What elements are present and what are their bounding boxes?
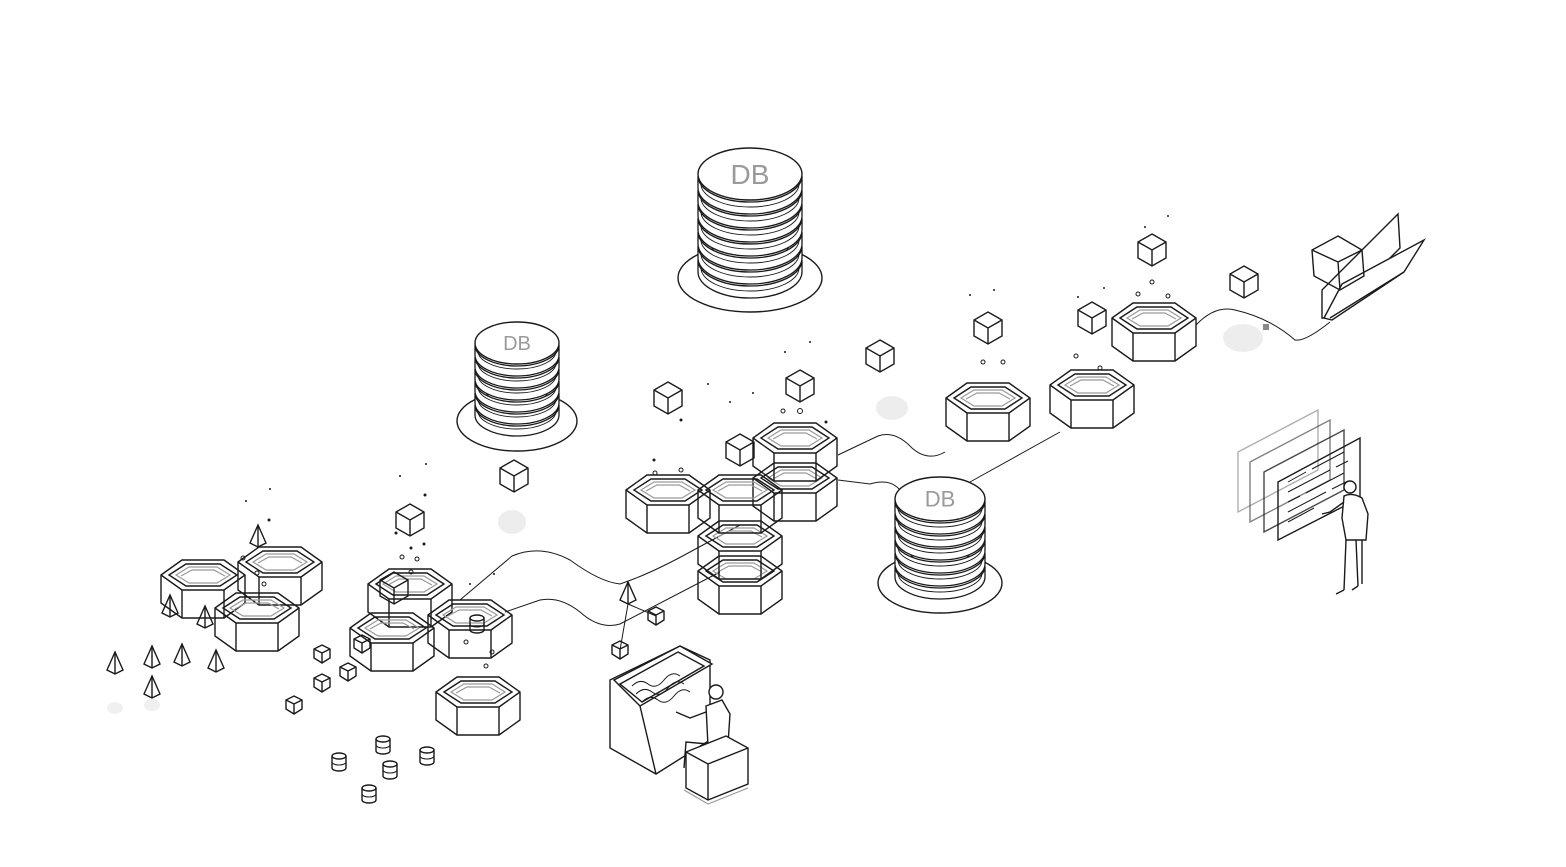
person-standing-icon	[1321, 480, 1369, 595]
pyramids	[106, 524, 637, 699]
pyramid-icon	[106, 651, 124, 675]
database-disc-rim	[897, 507, 983, 528]
hexagon-tray-icon	[435, 676, 521, 736]
database-disc-rim	[477, 374, 557, 394]
database-disc-rim	[897, 572, 983, 593]
pipeline-lines	[459, 308, 1331, 626]
cylinder-icon	[361, 784, 377, 804]
db-medium-center: DB	[877, 476, 1003, 614]
hexagon-chain-right	[945, 302, 1197, 442]
db-medium-left: DB	[456, 321, 578, 452]
hexagon-cluster-left	[160, 546, 323, 652]
cube-icon	[1077, 301, 1107, 335]
cube-icon	[725, 433, 755, 467]
pyramid-icon	[196, 605, 214, 629]
pipeline-line-folder	[1195, 308, 1331, 341]
pyramid-icon	[143, 645, 161, 669]
pyramid-icon	[161, 594, 179, 618]
document-panel-icon	[1237, 408, 1319, 514]
pipeline-line-right	[969, 431, 1061, 483]
cube-icon	[499, 459, 529, 493]
hexagon-tray-icon	[945, 382, 1031, 442]
database-disc-rim	[897, 546, 983, 567]
database-disc-rim	[477, 398, 557, 418]
pipeline-line-upper	[459, 524, 741, 601]
scattered-dots	[245, 215, 1169, 585]
hexagon-tray-icon	[752, 462, 838, 522]
cube-icon	[395, 503, 425, 537]
database-disc-rim	[477, 410, 557, 430]
hexagon-tray-icon	[237, 546, 323, 606]
cylinder-icon	[382, 760, 398, 780]
pipeline-line-mid	[837, 434, 946, 457]
database-disc-rim	[897, 559, 983, 580]
hexagon-stack-center	[625, 422, 838, 615]
pyramid-icon	[143, 675, 161, 699]
database-disc-rim	[700, 211, 800, 236]
database-disc-rim	[700, 267, 800, 292]
cube-icon	[313, 644, 331, 664]
database-disc-rim	[897, 533, 983, 554]
pyramid-icon	[619, 581, 637, 605]
database-disc-rim	[477, 386, 557, 406]
cylinder-icon	[419, 746, 435, 766]
database-icon	[474, 321, 560, 365]
cube-icon	[285, 695, 303, 715]
hexagon-tray-icon	[752, 422, 838, 482]
cube-icon	[313, 673, 331, 693]
document-panels	[1237, 408, 1361, 542]
cube-icon	[353, 634, 371, 654]
database-label: DB	[925, 487, 956, 512]
database-label: DB	[503, 333, 531, 355]
database-disc-rim	[477, 350, 557, 370]
hexagon-tray-icon	[1049, 369, 1135, 429]
pyramid-icon	[207, 649, 225, 673]
pipeline-line-mid2	[837, 479, 901, 491]
pyramid-icon	[173, 643, 191, 667]
folder-cube	[1311, 235, 1365, 291]
cylinder-icon	[375, 735, 391, 755]
cube-icon	[973, 311, 1003, 345]
cube-icon	[865, 339, 895, 373]
database-disc-rim	[700, 183, 800, 208]
document-panel-icon	[1263, 428, 1345, 534]
cube-icon	[653, 381, 683, 415]
database-disc-rim	[700, 253, 800, 278]
cube-icon	[785, 369, 815, 403]
pipeline-line-lower	[504, 571, 721, 626]
pipeline-node	[1263, 324, 1269, 330]
folder-icon	[1321, 212, 1426, 321]
cube-icon	[1229, 265, 1259, 299]
hexagon-tray-icon	[697, 520, 783, 580]
database-label: DB	[731, 159, 770, 190]
cube-icon	[339, 662, 357, 682]
database-icon	[894, 476, 986, 522]
database-disc-rim	[700, 239, 800, 264]
hexagon-tray-icon	[1111, 302, 1197, 362]
cube-icon	[1137, 233, 1167, 267]
shadow-spots	[107, 324, 1263, 714]
pyramid-icon	[249, 524, 267, 548]
databases: DB DB DB	[456, 147, 1003, 614]
hexagon-tray-icon	[214, 592, 300, 652]
small-rings	[240, 279, 1171, 669]
database-disc-rim	[477, 362, 557, 382]
person-at-console-icon	[675, 684, 749, 805]
console-terminal	[609, 645, 714, 775]
pyramid-link-lines	[619, 603, 657, 651]
database-disc-rim	[700, 225, 800, 250]
hexagon-tray-icon	[697, 555, 783, 615]
database-icon	[697, 147, 803, 201]
db-large-top: DB	[677, 147, 823, 313]
cylinder-icon	[331, 752, 347, 772]
database-disc-rim	[897, 520, 983, 541]
database-disc-rim	[700, 197, 800, 222]
